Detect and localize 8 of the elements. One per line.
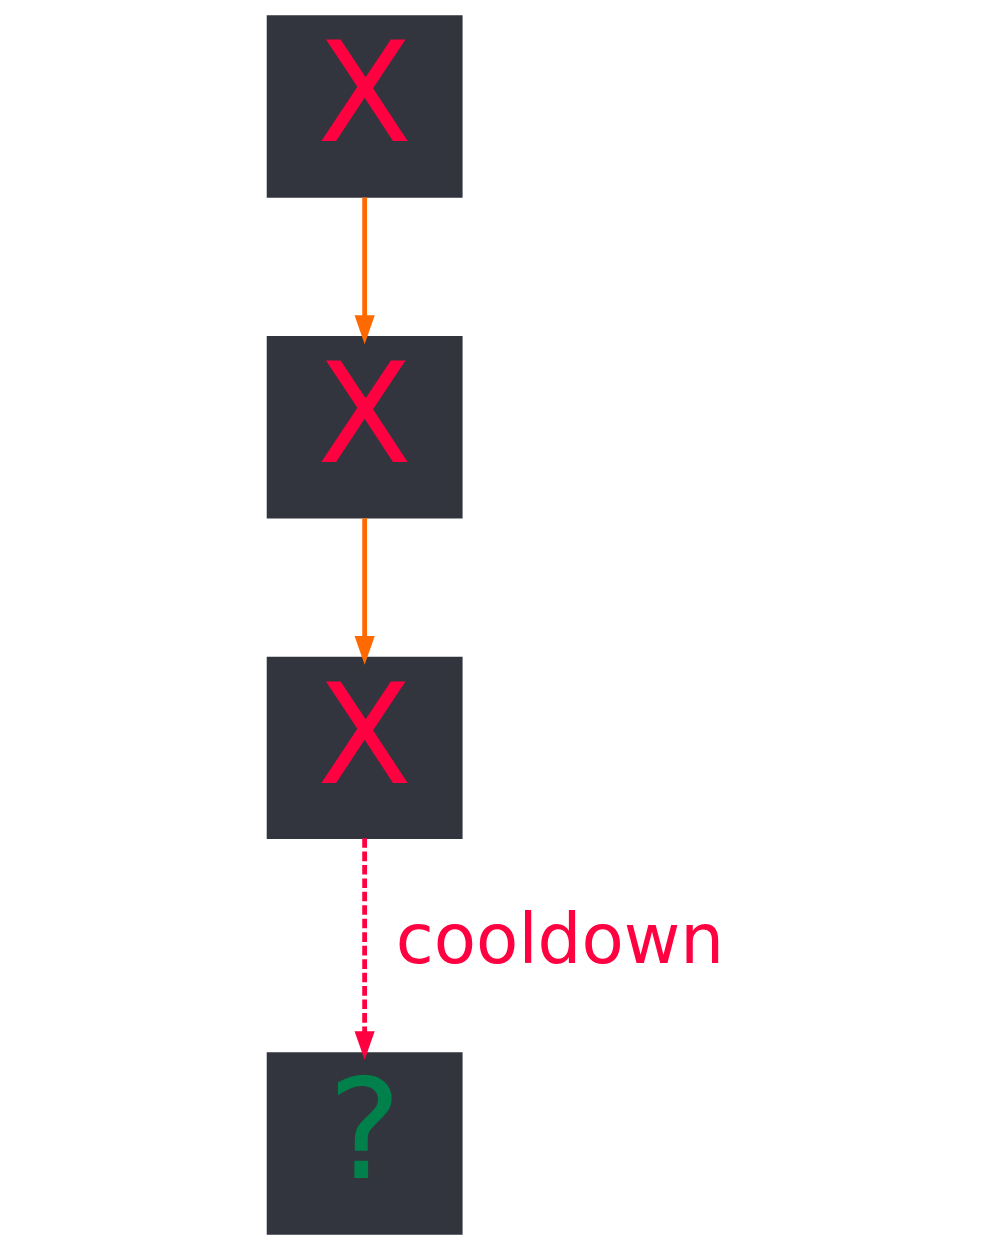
arrow	[354, 518, 375, 665]
edge-label: cooldown	[395, 898, 724, 979]
node-box: X	[266, 336, 463, 519]
arrow	[354, 197, 375, 345]
node-box: X	[266, 15, 463, 198]
arrow	[354, 838, 375, 1061]
node-box: ?	[266, 1052, 463, 1235]
node-box: X	[266, 656, 463, 840]
